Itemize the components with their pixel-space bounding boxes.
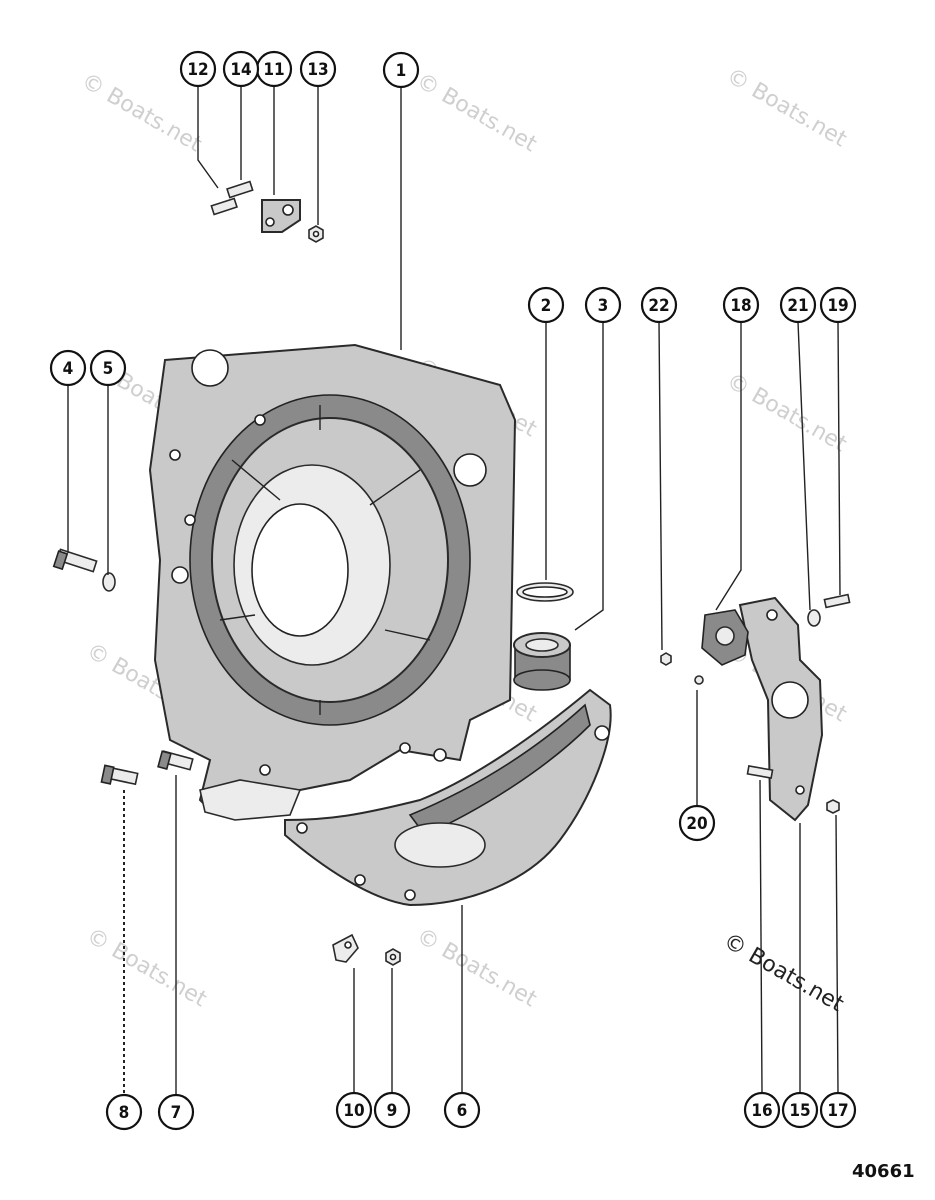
callout-22: 22 (640, 286, 678, 324)
callout-17: 17 (819, 1091, 857, 1129)
watermark: © Boats.net (412, 924, 541, 1013)
callout-label: 3 (598, 296, 609, 316)
flywheel-cover (284, 688, 612, 907)
callout-2: 2 (527, 286, 565, 324)
callout-label: 22 (648, 296, 669, 316)
watermark: © Boats.net (719, 929, 848, 1018)
callout-label: 4 (63, 359, 74, 379)
watermark: © Boats.net (412, 69, 541, 158)
callout-4: 4 (49, 349, 87, 387)
callout-label: 17 (827, 1101, 848, 1121)
callout-label: 8 (119, 1103, 130, 1123)
callout-label: 1 (396, 61, 407, 81)
top-hardware (210, 180, 324, 243)
callout-13: 13 (299, 50, 337, 88)
bracket-assembly (660, 593, 851, 822)
callout-label: 19 (827, 296, 848, 316)
callout-11: 11 (255, 50, 293, 88)
callout-21: 21 (779, 286, 817, 324)
callout-15: 15 (781, 1091, 819, 1129)
leader-lines (67, 86, 841, 1095)
watermark: © Boats.net (82, 924, 211, 1013)
callout-10: 10 (335, 1091, 373, 1129)
callout-label: 21 (787, 296, 808, 316)
callout-16: 16 (743, 1091, 781, 1129)
flywheel-housing (148, 343, 517, 821)
callout-label: 10 (343, 1101, 364, 1121)
callout-12: 12 (179, 50, 217, 88)
callout-label: 12 (187, 60, 208, 80)
callout-label: 13 (307, 60, 328, 80)
callout-9: 9 (373, 1091, 411, 1129)
callout-label: 18 (730, 296, 751, 316)
callout-label: 15 (789, 1101, 810, 1121)
watermark: © Boats.net (722, 64, 851, 153)
callout-1: 1 (382, 51, 420, 89)
drawing-number: 40661 (852, 1161, 915, 1182)
callout-label: 5 (103, 359, 114, 379)
callout-8: 8 (105, 1093, 143, 1131)
callout-5: 5 (89, 349, 127, 387)
seal-and-mount (513, 582, 574, 691)
small-hardware (52, 548, 401, 966)
callout-label: 20 (686, 814, 707, 834)
callout-label: 6 (457, 1101, 468, 1121)
callout-label: 7 (171, 1103, 182, 1123)
callout-label: 16 (751, 1101, 772, 1121)
callout-6: 6 (443, 1091, 481, 1129)
callout-label: 9 (387, 1101, 398, 1121)
callout-label: 2 (541, 296, 552, 316)
callout-20: 20 (678, 804, 716, 842)
callout-7: 7 (157, 1093, 195, 1131)
callout-14: 14 (222, 50, 260, 88)
callout-label: 14 (230, 60, 251, 80)
callout-3: 3 (584, 286, 622, 324)
callout-19: 19 (819, 286, 857, 324)
callout-label: 11 (263, 60, 284, 80)
callout-18: 18 (722, 286, 760, 324)
